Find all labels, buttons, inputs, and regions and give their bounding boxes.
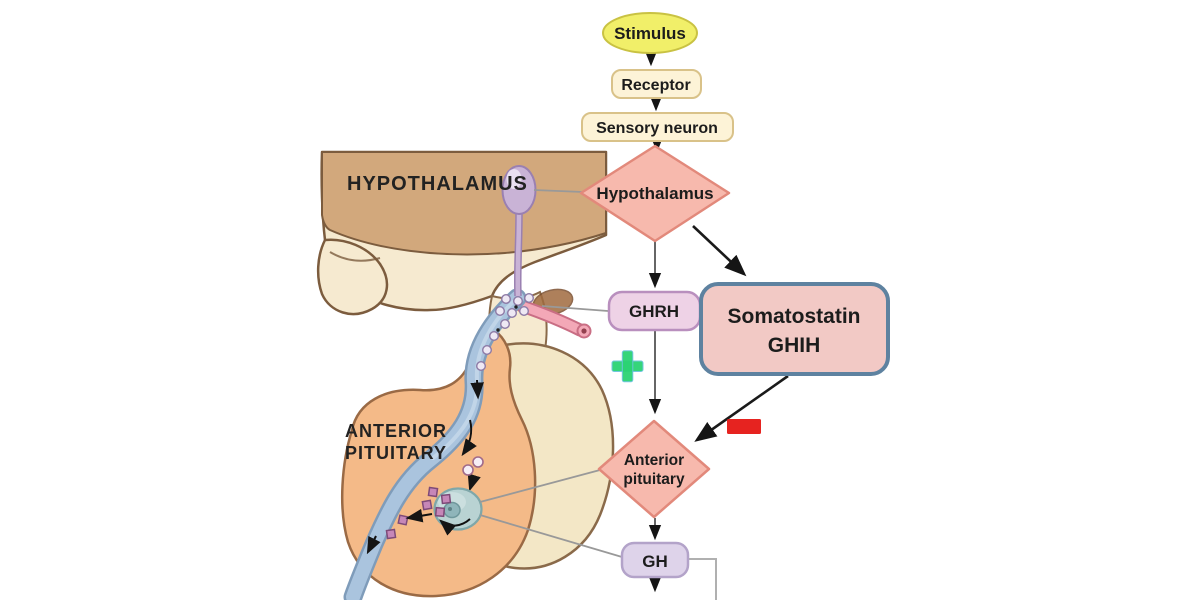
node-sensory-neuron: Sensory neuron	[581, 112, 734, 142]
anatomy-flowchart-connectors	[479, 189, 623, 558]
anterior-pituitary-anatomy-label-line2: PITUITARY	[345, 443, 447, 463]
node-anterior-pituitary: Anterior pituitary	[597, 419, 711, 519]
vesicles-near-cell	[462, 456, 484, 476]
hormone-flow-arrows	[366, 379, 484, 555]
node-ghrh-label: GHRH	[629, 302, 679, 321]
node-stimulus-label: Stimulus	[614, 24, 686, 43]
node-sensory-neuron-label: Sensory neuron	[596, 120, 718, 137]
anterior-pituitary-anatomy-label-line1: ANTERIOR	[345, 421, 447, 441]
arrow-somatostatin-to-anterior-pituitary	[694, 374, 789, 442]
connector-cell-to-gh	[479, 514, 623, 558]
node-hypothalamus: Hypothalamus	[579, 144, 731, 243]
anatomy-illustration: HYPOTHALAMUS ANTERIOR PITUITARY	[316, 150, 615, 600]
node-ghrh: GHRH	[607, 290, 702, 332]
connector-cell-to-anterior-pituitary	[479, 469, 601, 503]
node-somatostatin-label-line2: GHIH	[768, 334, 821, 357]
gh-granules	[385, 486, 452, 540]
flowchart: Stimulus Receptor Sensory neuron Hypotha…	[579, 12, 890, 600]
neurosecretory-neuron	[501, 165, 537, 297]
node-somatostatin: Somatostatin GHIH	[699, 282, 890, 376]
node-stimulus: Stimulus	[602, 12, 698, 54]
secretory-vesicles	[476, 293, 535, 372]
node-receptor-label: Receptor	[621, 77, 690, 94]
connector-median-eminence-to-ghrh	[541, 305, 609, 312]
arrow-hypothalamus-to-somatostatin	[692, 225, 747, 277]
chiasm-fold-line	[329, 251, 381, 262]
node-receptor: Receptor	[611, 69, 702, 99]
node-anterior-pituitary-label-line2: pituitary	[623, 471, 685, 488]
node-gh-label: GH	[642, 552, 668, 571]
connector-neuron-to-hypothalamus	[533, 189, 584, 193]
inhibition-minus-icon	[727, 419, 761, 434]
hypothalamus-tan-band	[321, 151, 607, 256]
stimulation-plus-icon	[611, 350, 644, 383]
node-hypothalamus-label: Hypothalamus	[596, 184, 713, 203]
gh-feedback-elbow-line	[689, 558, 717, 600]
hypothalamus-anatomy-label: HYPOTHALAMUS	[347, 173, 528, 195]
node-anterior-pituitary-label-line1: Anterior	[624, 452, 684, 469]
node-gh: GH	[620, 541, 690, 579]
optic-chiasm-shape	[316, 238, 389, 316]
node-somatostatin-label-line1: Somatostatin	[727, 305, 860, 328]
flow-arrows-vertical	[644, 50, 664, 593]
granule-release-arrow	[405, 508, 433, 523]
